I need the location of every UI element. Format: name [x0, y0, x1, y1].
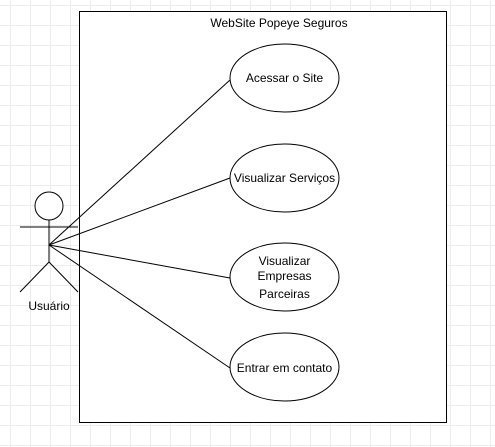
association-servicos[interactable]	[48, 177, 231, 246]
actor-label: Usuário	[28, 299, 70, 313]
use-case-ellipse	[229, 43, 340, 113]
actor-left-leg	[19, 261, 50, 293]
use-case-empresas[interactable]: Visualizar Empresas Parceiras	[229, 242, 340, 312]
actor-right-leg	[48, 261, 79, 293]
use-case-label-contato: Entrar em contato	[237, 361, 333, 375]
use-case-ellipse	[229, 242, 340, 312]
actor-usuario[interactable]	[19, 191, 79, 293]
use-case-contato[interactable]: Entrar em contato	[229, 332, 340, 402]
use-case-label-empresas-2: Empresas	[257, 269, 311, 283]
use-case-servicos[interactable]: Visualizar Serviços	[229, 143, 340, 213]
use-case-label-acessar: Acessar o Site	[246, 71, 324, 85]
association-acessar[interactable]	[48, 79, 231, 246]
association-empresas[interactable]	[48, 244, 231, 279]
use-case-ellipse	[229, 332, 340, 402]
association-contato[interactable]	[48, 244, 231, 369]
actor-head	[34, 191, 64, 221]
use-case-ellipse	[229, 143, 340, 213]
use-case-label-empresas-1: Visualizar	[259, 254, 311, 268]
system-title: WebSite Popeye Seguros	[210, 16, 347, 30]
use-case-acessar[interactable]: Acessar o Site	[229, 43, 340, 113]
use-case-label-empresas-3: Parceiras	[259, 287, 310, 301]
use-case-label-servicos: Visualizar Serviços	[234, 171, 335, 185]
